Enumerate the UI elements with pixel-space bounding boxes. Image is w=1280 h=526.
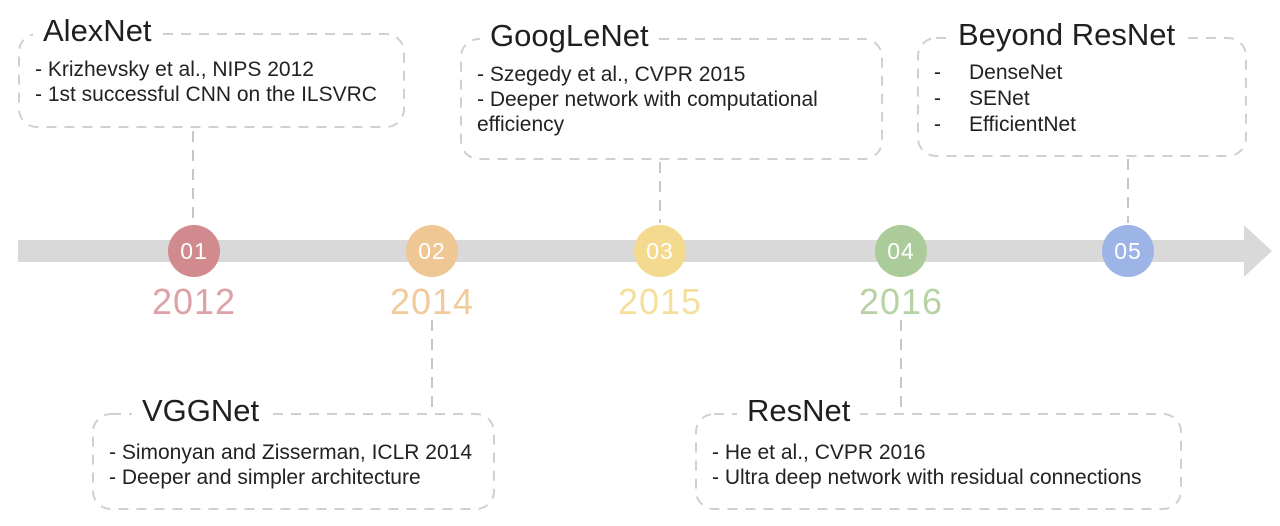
bullet-dash: - [934,113,941,136]
bullet-dash: - [934,61,941,84]
timeline-bar [18,240,1244,262]
connector-vggnet [431,320,433,411]
googlenet-line-2: - Deeper network with computational effi… [477,88,818,136]
vggnet-line-2: - Deeper and simpler architecture [109,466,421,489]
vggnet-card: VGGNet - Simonyan and Zisserman, ICLR 20… [92,394,495,510]
timeline-node-05: 05 [1102,225,1154,277]
timeline-node-02: 02 [406,225,458,277]
dashed-border [460,38,883,160]
beyond-resnet-title: Beyond ResNet [948,18,1186,52]
node-number-01: 01 [180,237,208,264]
connector-beyond-resnet [1127,159,1129,223]
connector-googlenet [659,162,661,223]
node-number-04: 04 [887,237,915,264]
dashed-border [92,413,495,510]
connector-resnet [900,320,902,411]
dashed-border [18,33,405,128]
year-label-2012: 2012 [151,281,237,322]
beyond-item-densenet: DenseNet [969,61,1063,84]
googlenet-body: - Szegedy et al., CVPR 2015 - Deeper net… [477,62,871,137]
timeline-node-01: 01 [168,225,220,277]
timeline-arrowhead [1244,225,1272,277]
resnet-title: ResNet [737,394,861,428]
resnet-body: - He et al., CVPR 2016 - Ultra deep netw… [712,440,1174,490]
alexnet-title: AlexNet [33,14,162,48]
year-label-2014: 2014 [389,281,475,322]
timeline-node-04: 04 [875,225,927,277]
bullet-dash: - [934,87,941,110]
resnet-line-1: - He et al., CVPR 2016 [712,441,926,464]
beyond-item-senet: SENet [969,87,1030,110]
dashed-border [695,413,1182,510]
vggnet-line-1: - Simonyan and Zisserman, ICLR 2014 [109,441,472,464]
node-number-03: 03 [646,237,674,264]
beyond-resnet-card: Beyond ResNet - DenseNet - SENet - Effic… [917,18,1247,157]
googlenet-title: GoogLeNet [480,19,659,53]
googlenet-line-1: - Szegedy et al., CVPR 2015 [477,63,746,86]
list-item: - SENet [934,86,1235,112]
list-item: - EfficientNet [934,112,1235,138]
alexnet-line-1: - Krizhevsky et al., NIPS 2012 [35,58,314,81]
beyond-item-efficientnet: EfficientNet [969,113,1076,136]
resnet-line-2: - Ultra deep network with residual conne… [712,466,1142,489]
node-number-05: 05 [1114,237,1142,264]
vggnet-title: VGGNet [132,394,270,428]
vggnet-body: - Simonyan and Zisserman, ICLR 2014 - De… [109,440,483,490]
alexnet-body: - Krizhevsky et al., NIPS 2012 - 1st suc… [35,57,393,107]
connector-alexnet [192,131,194,223]
year-label-2015: 2015 [617,281,703,322]
alexnet-line-2: - 1st successful CNN on the ILSVRC [35,83,377,106]
timeline-node-03: 03 [634,225,686,277]
node-number-02: 02 [418,237,446,264]
beyond-resnet-body: - DenseNet - SENet - EfficientNet [934,60,1235,138]
googlenet-card: GoogLeNet - Szegedy et al., CVPR 2015 - … [460,19,883,160]
year-label-2016: 2016 [858,281,944,322]
alexnet-card: AlexNet - Krizhevsky et al., NIPS 2012 -… [18,14,405,128]
list-item: - DenseNet [934,60,1235,86]
resnet-card: ResNet - He et al., CVPR 2016 - Ultra de… [695,394,1182,510]
